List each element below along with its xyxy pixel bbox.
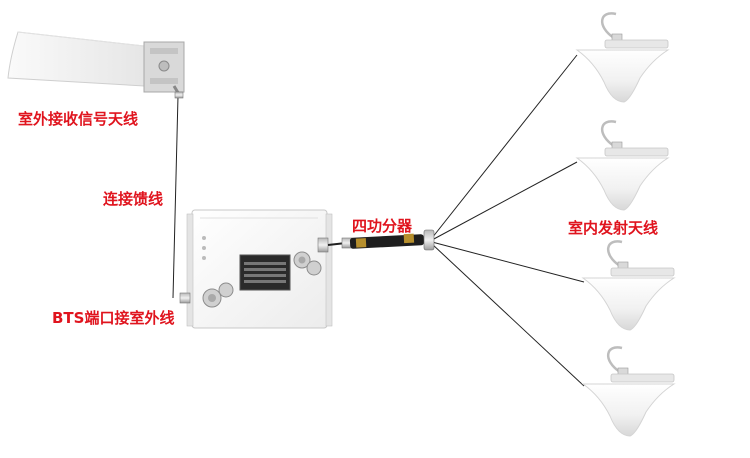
splitter-label: 四功分器 <box>352 217 413 235</box>
cable-splitter-to-antenna-4 <box>431 243 585 387</box>
cable-splitter-to-antenna-2 <box>431 161 578 241</box>
feeder-line-outdoor-to-repeater <box>172 95 179 299</box>
ceiling-antenna-icon <box>575 120 670 211</box>
ceiling-antenna-icon <box>581 240 676 331</box>
bts-port-label: BTS端口接室外线 <box>52 309 175 327</box>
ceiling-antenna-icon <box>581 346 676 437</box>
outdoor-antenna-label: 室外接收信号天线 <box>18 110 139 128</box>
signal-repeater-icon <box>179 209 333 329</box>
feeder-cable-label: 连接馈线 <box>103 190 164 208</box>
power-splitter-icon <box>349 229 435 251</box>
indoor-antenna-label: 室内发射天线 <box>568 219 659 237</box>
yagi-panel-antenna-icon <box>7 31 185 99</box>
cable-splitter-to-antenna-3 <box>431 241 585 283</box>
connection-lines <box>172 54 585 387</box>
cable-splitter-to-antenna-1 <box>431 54 578 239</box>
ceiling-antenna-icon <box>575 12 670 103</box>
